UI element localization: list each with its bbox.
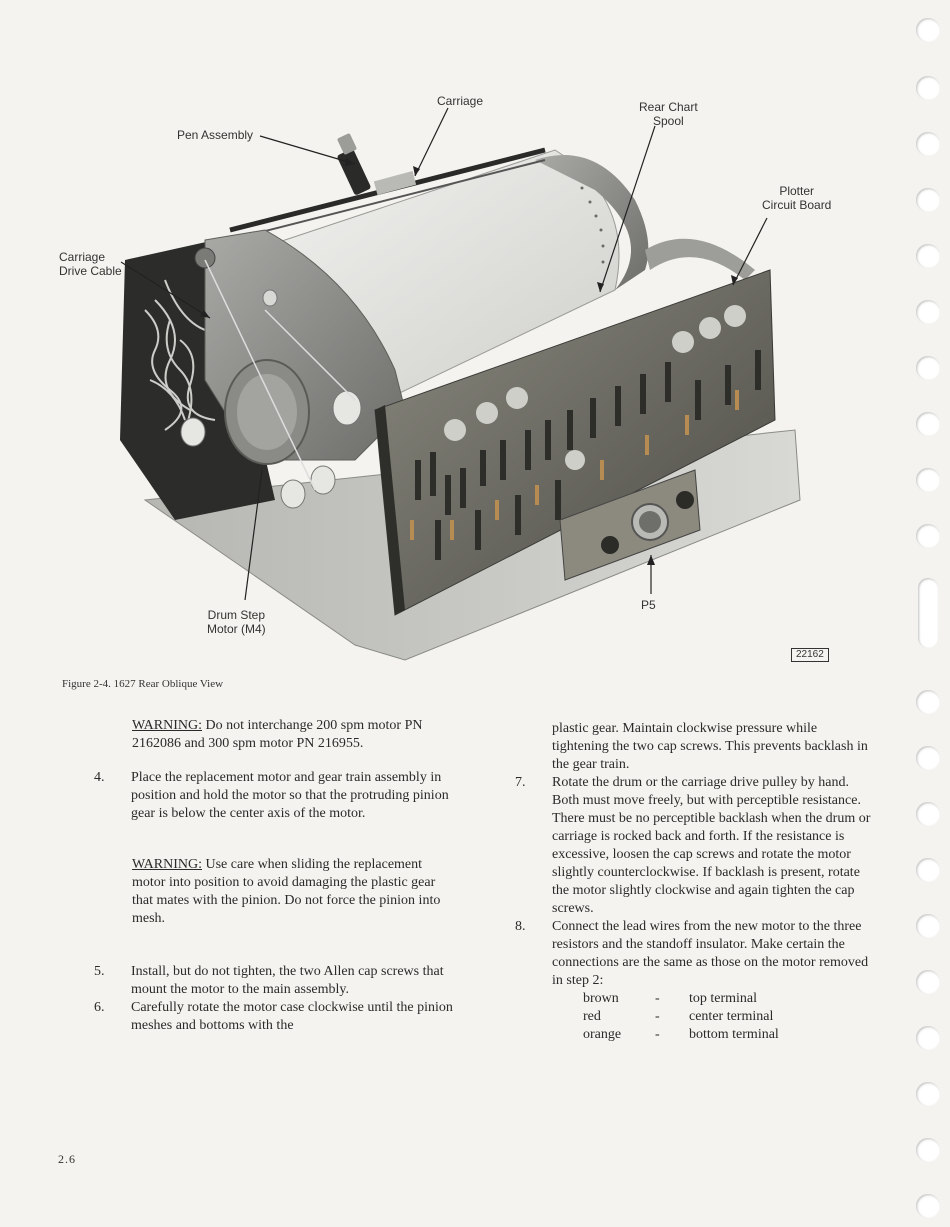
binder-hole	[916, 1138, 940, 1162]
binder-hole	[916, 300, 940, 324]
wire-color: red	[583, 1009, 601, 1024]
figure-caption: Figure 2-4. 1627 Rear Oblique View	[62, 678, 224, 690]
wire-connection-table: brown - top terminal red - center termin…	[583, 990, 779, 1044]
step-number: 6.	[94, 1000, 105, 1015]
wire-color: orange	[583, 1027, 622, 1042]
plotter-photo	[120, 107, 801, 661]
step-5: 5. Install, but do not tighten, the two …	[94, 963, 454, 999]
warning-sliding-motor: WARNING: Use care when sliding the repla…	[132, 856, 454, 928]
step-number: 7.	[515, 775, 526, 790]
step-4: 4. Place the replacement motor and gear …	[94, 769, 454, 823]
binder-hole	[916, 802, 940, 826]
callout-carriage: Carriage	[437, 94, 484, 108]
binder-hole	[916, 524, 940, 548]
step-text: Place the replacement motor and gear tra…	[131, 770, 449, 821]
binder-hole	[916, 970, 940, 994]
binder-slot	[918, 578, 938, 648]
step-number: 5.	[94, 964, 105, 979]
binder-hole	[916, 746, 940, 770]
binder-hole	[916, 1026, 940, 1050]
page-number: 2.6	[58, 1152, 76, 1166]
callout-drum-step-motor: Drum Step Motor (M4)	[207, 608, 266, 636]
warning-label: WARNING:	[132, 718, 202, 733]
warning-motor-interchange: WARNING: Do not interchange 200 spm moto…	[132, 717, 454, 753]
step-text: Rotate the drum or the carriage drive pu…	[552, 775, 871, 916]
wire-terminal: center terminal	[689, 1009, 774, 1024]
step-7: 7. Rotate the drum or the carriage drive…	[515, 774, 875, 918]
warning-text: Use care when sliding the replacement mo…	[132, 857, 441, 926]
step-text: Carefully rotate the motor case clockwis…	[131, 1000, 453, 1033]
wire-color: brown	[583, 991, 619, 1006]
wire-dash: -	[655, 991, 660, 1006]
binder-hole	[916, 188, 940, 212]
step-text: Connect the lead wires from the new moto…	[552, 919, 869, 988]
right-text-column: plastic gear. Maintain clockwise pressur…	[515, 720, 875, 1044]
callout-pen-assembly: Pen Assembly	[177, 128, 254, 142]
binder-hole	[916, 132, 940, 156]
binder-hole	[916, 356, 940, 380]
binder-hole	[916, 1194, 940, 1218]
figure-plotter-rear-view: Pen Assembly Carriage Rear Chart Spool P…	[55, 80, 855, 670]
binder-hole	[916, 858, 940, 882]
wire-dash: -	[655, 1027, 660, 1042]
binder-hole	[916, 412, 940, 436]
binder-hole	[916, 1082, 940, 1106]
step-number: 4.	[94, 770, 105, 785]
binder-hole	[916, 914, 940, 938]
table-row: orange - bottom terminal	[583, 1026, 779, 1044]
step-6: 6. Carefully rotate the motor case clock…	[94, 999, 454, 1035]
figure-id-box: 22162	[791, 648, 829, 662]
step-text: Install, but do not tighten, the two All…	[131, 964, 444, 997]
warning-label: WARNING:	[132, 857, 202, 872]
binder-hole	[916, 76, 940, 100]
binder-hole	[916, 468, 940, 492]
callout-rear-chart-spool: Rear Chart Spool	[639, 100, 698, 128]
table-row: red - center terminal	[583, 1008, 779, 1026]
left-text-column: WARNING: Do not interchange 200 spm moto…	[94, 717, 454, 1035]
binder-hole	[916, 244, 940, 268]
step-8: 8. Connect the lead wires from the new m…	[515, 918, 875, 990]
binder-hole	[916, 18, 940, 42]
binder-holes	[900, 0, 950, 1227]
warning-text: Do not interchange 200 spm motor PN 2162…	[132, 718, 423, 751]
step-number: 8.	[515, 919, 526, 934]
step-6-continued: plastic gear. Maintain clockwise pressur…	[552, 721, 868, 772]
binder-hole	[916, 690, 940, 714]
wire-dash: -	[655, 1009, 660, 1024]
wire-terminal: top terminal	[689, 991, 758, 1006]
wire-terminal: bottom terminal	[689, 1027, 779, 1042]
callout-plotter-circuit-board: Plotter Circuit Board	[762, 184, 832, 212]
callout-p5: P5	[641, 598, 656, 612]
callout-carriage-drive-cable: Carriage Drive Cable	[59, 250, 122, 278]
table-row: brown - top terminal	[583, 990, 779, 1008]
